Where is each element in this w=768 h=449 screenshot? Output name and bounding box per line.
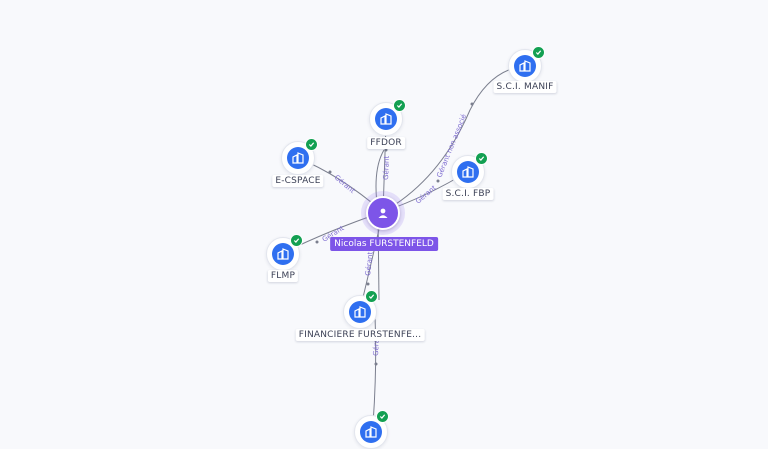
verified-check-icon — [305, 138, 318, 151]
relationship-graph: Gérant Gérant Gérant Gérant non associé … — [266, 46, 557, 449]
verified-check-icon — [365, 290, 378, 303]
person-icon — [377, 204, 389, 223]
building-icon — [272, 243, 294, 265]
verified-check-icon — [532, 46, 545, 59]
edge-label-bottom: Gérant — [372, 331, 381, 356]
verified-check-icon — [475, 152, 488, 165]
node-e-cspace[interactable] — [281, 138, 318, 175]
node-label-sci-manif: S.C.I. MANIF — [493, 81, 557, 93]
building-icon — [514, 55, 536, 77]
verified-check-icon — [393, 99, 406, 112]
node-sci-fbp[interactable] — [451, 152, 488, 189]
node-financiere[interactable] — [343, 290, 378, 329]
person-node[interactable] — [366, 196, 400, 230]
edge-label-ffdor: Gérant — [382, 155, 391, 180]
edge-label-financiere: Gérant — [364, 251, 374, 276]
node-ffdor[interactable] — [369, 99, 406, 136]
building-icon — [349, 301, 371, 323]
node-label-ffdor: FFDOR — [367, 137, 405, 149]
building-icon — [457, 161, 479, 183]
node-label-financiere: FINANCIERE FURSTENFE... — [295, 329, 425, 341]
edge-sci-manif — [382, 65, 525, 213]
verified-check-icon — [290, 234, 303, 247]
node-label-sci-fbp: S.C.I. FBP — [442, 188, 494, 200]
building-icon — [375, 108, 397, 130]
node-sci-manif[interactable] — [508, 46, 545, 83]
building-icon — [360, 421, 382, 443]
node-label-flmp: FLMP — [267, 270, 299, 282]
edge-bottom — [372, 314, 377, 425]
node-label-e-cspace: E-CSPACE — [272, 175, 324, 187]
node-bottom[interactable] — [354, 410, 389, 449]
person-label: Nicolas FURSTENFELD — [330, 237, 438, 251]
building-icon — [287, 147, 309, 169]
node-flmp[interactable] — [266, 234, 303, 271]
edge-label-e-cspace: Gérant — [333, 173, 357, 195]
verified-check-icon — [376, 410, 389, 423]
